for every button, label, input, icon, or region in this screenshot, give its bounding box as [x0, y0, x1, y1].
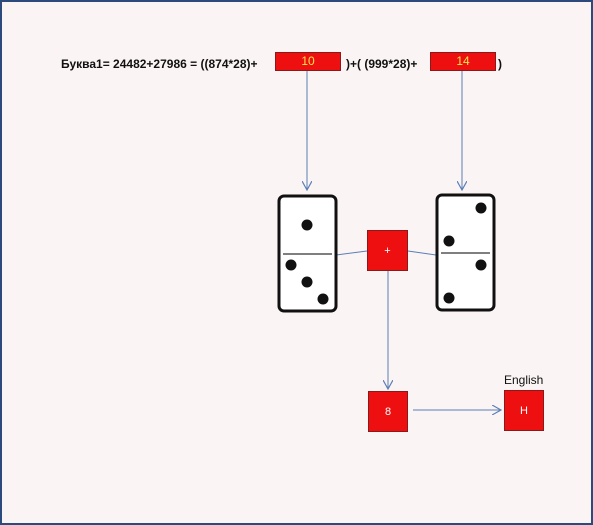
pip [443, 235, 455, 247]
result-label: English [504, 373, 544, 387]
line-plus-to-right-domino [407, 250, 437, 256]
sum-box: 8 [368, 391, 408, 432]
formula-middle: )+( (999*28)+ [346, 57, 418, 71]
pip [285, 259, 297, 271]
pip [475, 202, 487, 214]
line-left-domino-to-plus [335, 250, 368, 256]
formula-suffix: ) [498, 57, 502, 71]
formula-prefix: Буква1= 24482+27986 = ((874*28)+ [61, 57, 258, 71]
domino-left [277, 194, 338, 313]
plus-operator-box: + [367, 230, 408, 271]
pip [317, 293, 329, 305]
result-box: H [504, 390, 544, 431]
pip [475, 259, 487, 271]
value-b-box: 14 [430, 52, 496, 71]
pip [301, 276, 313, 288]
pip [443, 292, 455, 304]
pip [301, 219, 313, 231]
domino-right [435, 193, 496, 312]
value-a-box: 10 [275, 52, 341, 71]
